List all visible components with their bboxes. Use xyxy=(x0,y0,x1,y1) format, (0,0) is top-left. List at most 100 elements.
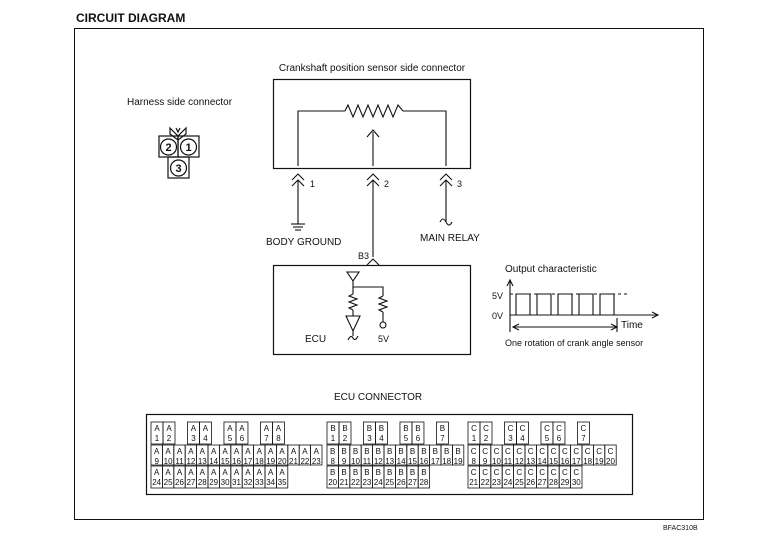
svg-text:14: 14 xyxy=(397,457,406,466)
svg-text:4: 4 xyxy=(379,434,384,443)
svg-text:22: 22 xyxy=(351,478,360,487)
square-wave xyxy=(510,293,619,316)
ecu-pin-A12: A12 xyxy=(184,444,197,466)
svg-text:21: 21 xyxy=(289,457,298,466)
svg-text:A: A xyxy=(188,447,194,456)
ecu-pin-A32: A32 xyxy=(241,465,254,489)
output-5v-label: 5V xyxy=(492,291,503,301)
b3-connector-mark xyxy=(366,258,380,266)
svg-text:11: 11 xyxy=(504,457,513,466)
svg-text:A: A xyxy=(279,447,285,456)
svg-text:B: B xyxy=(330,447,335,456)
ecu-pin-C3: C3 xyxy=(504,421,517,445)
ecu-pin-B25: B25 xyxy=(383,465,396,489)
wiper-arrow xyxy=(366,129,380,138)
svg-text:C: C xyxy=(573,447,579,456)
svg-text:25: 25 xyxy=(385,478,394,487)
svg-text:B: B xyxy=(410,447,415,456)
svg-text:C: C xyxy=(551,447,557,456)
svg-text:B: B xyxy=(415,424,420,433)
ecu-pin-B4: B4 xyxy=(375,421,388,445)
svg-text:1: 1 xyxy=(155,434,160,443)
ecu-internal-circuit xyxy=(345,271,389,341)
svg-text:A: A xyxy=(154,468,160,477)
svg-text:C: C xyxy=(483,424,489,433)
output-waveform-area xyxy=(506,278,660,332)
ecu-connector-body xyxy=(145,413,634,496)
ecu-pin-C8: C8 xyxy=(467,444,480,466)
ecu-pin-B20: B20 xyxy=(326,465,339,489)
ecu-pin-B1: B1 xyxy=(326,421,340,445)
svg-text:A: A xyxy=(234,468,240,477)
svg-text:A: A xyxy=(268,447,274,456)
svg-text:A: A xyxy=(245,468,251,477)
svg-text:C: C xyxy=(471,447,477,456)
svg-text:A: A xyxy=(234,447,240,456)
svg-text:B: B xyxy=(364,468,369,477)
ecu-pin-B10: B10 xyxy=(349,444,362,466)
svg-text:17: 17 xyxy=(243,457,252,466)
svg-text:B: B xyxy=(367,424,372,433)
ecu-pin-A16: A16 xyxy=(230,444,243,466)
svg-text:C: C xyxy=(608,447,614,456)
svg-text:33: 33 xyxy=(255,478,264,487)
output-time-label: Time xyxy=(621,320,643,331)
svg-text:17: 17 xyxy=(572,457,581,466)
svg-text:B: B xyxy=(376,447,381,456)
svg-text:C: C xyxy=(494,447,500,456)
harness-pin-3: 3 xyxy=(175,163,181,175)
svg-text:3: 3 xyxy=(367,434,372,443)
ecu-pin-A15: A15 xyxy=(218,444,232,466)
svg-text:C: C xyxy=(482,447,488,456)
ecu-pin-B16: B16 xyxy=(417,444,431,466)
svg-text:A: A xyxy=(165,447,171,456)
svg-text:21: 21 xyxy=(469,478,478,487)
ecu-pin-B15: B15 xyxy=(406,444,419,466)
svg-text:C: C xyxy=(596,447,602,456)
svg-text:7: 7 xyxy=(440,434,445,443)
ecu-5v-label: 5V xyxy=(378,334,389,344)
ecu-pin-A27: A27 xyxy=(184,465,197,489)
ecu-pin-A6: A6 xyxy=(235,421,249,445)
ecu-pin-C24: C24 xyxy=(501,465,515,489)
svg-text:C: C xyxy=(562,447,568,456)
svg-text:8: 8 xyxy=(330,457,335,466)
ecu-pin-A5: A5 xyxy=(223,421,237,445)
svg-text:A: A xyxy=(264,424,270,433)
ecu-pin-B23: B23 xyxy=(360,465,374,489)
svg-text:34: 34 xyxy=(266,478,275,487)
svg-text:C: C xyxy=(539,468,545,477)
ecu-pin-C13: C13 xyxy=(524,444,537,466)
ecu-pin-A8: A8 xyxy=(272,421,285,445)
ecu-pin-A19: A19 xyxy=(264,444,277,466)
svg-text:15: 15 xyxy=(408,457,417,466)
ecu-pin-A4: A4 xyxy=(199,421,212,445)
ecu-pin-B12: B12 xyxy=(372,444,385,466)
svg-text:8: 8 xyxy=(276,434,281,443)
svg-text:B: B xyxy=(398,468,403,477)
svg-text:C: C xyxy=(544,424,550,433)
svg-text:A: A xyxy=(154,424,160,433)
sensor-internal-wiring xyxy=(297,103,447,166)
svg-text:A: A xyxy=(245,447,251,456)
svg-text:13: 13 xyxy=(526,457,535,466)
svg-text:2: 2 xyxy=(484,434,489,443)
svg-text:A: A xyxy=(165,468,171,477)
svg-text:C: C xyxy=(505,447,511,456)
ecu-pin-B26: B26 xyxy=(394,465,408,489)
svg-text:26: 26 xyxy=(175,478,184,487)
svg-text:19: 19 xyxy=(266,457,275,466)
svg-text:C: C xyxy=(482,468,488,477)
svg-text:9: 9 xyxy=(483,457,488,466)
svg-text:7: 7 xyxy=(264,434,269,443)
svg-text:C: C xyxy=(562,468,568,477)
svg-text:30: 30 xyxy=(221,478,230,487)
svg-text:14: 14 xyxy=(538,457,547,466)
svg-text:12: 12 xyxy=(186,457,195,466)
svg-text:C: C xyxy=(551,468,557,477)
ecu-pin-C12: C12 xyxy=(513,444,526,466)
svg-text:A: A xyxy=(279,468,285,477)
ecu-pin-B7: B7 xyxy=(436,421,449,445)
harness-connector xyxy=(158,126,200,179)
